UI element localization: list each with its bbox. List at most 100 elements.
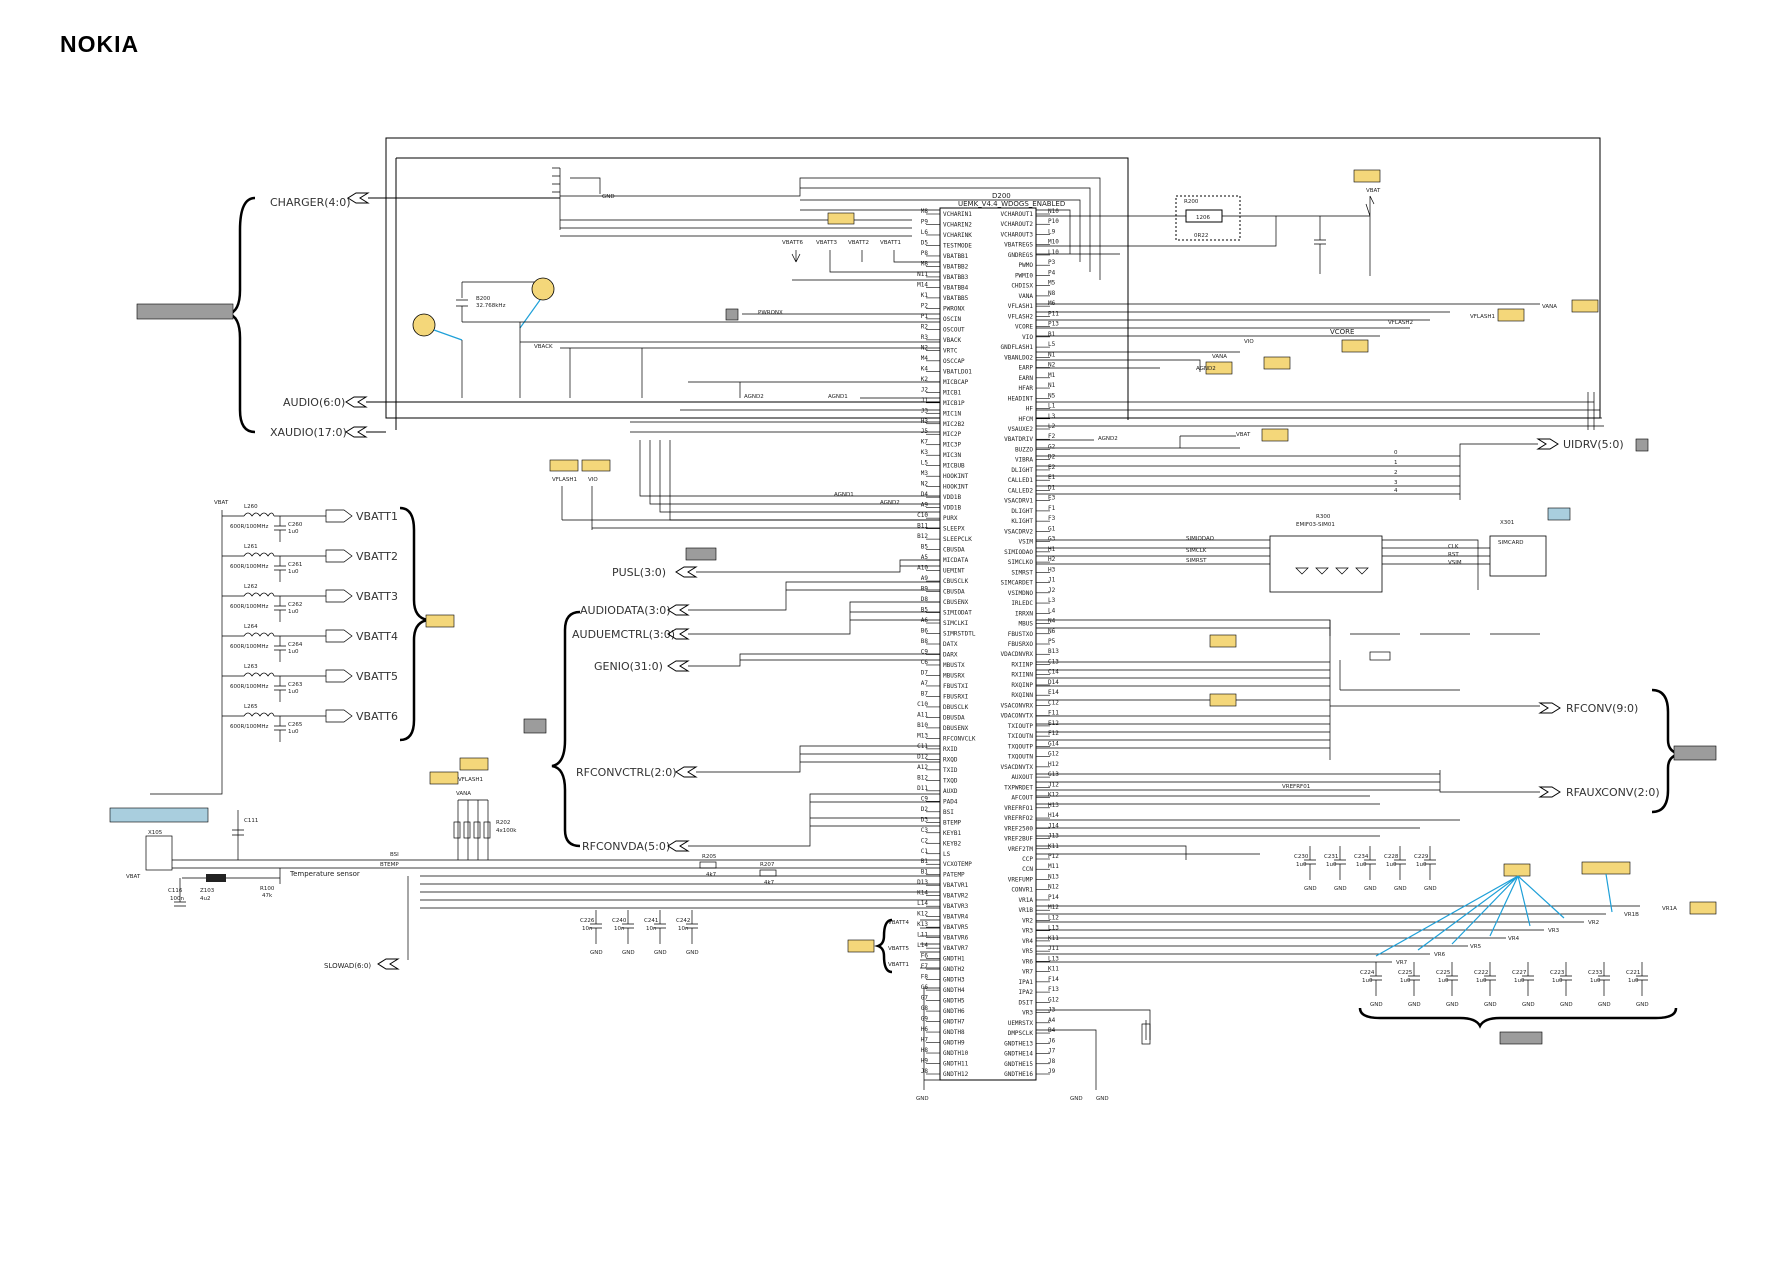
cap-ref: C225 xyxy=(1398,970,1413,976)
chip-pin-number: K12 xyxy=(1048,792,1059,799)
chip-pin-name: BSI xyxy=(943,809,954,816)
chip-pin-name: VBATDRIV xyxy=(1004,436,1033,443)
chip-pin-name: GNDTHE13 xyxy=(1004,1040,1033,1047)
vbat-label: VBAT xyxy=(1366,188,1381,194)
chip-pin-number: H6 xyxy=(921,1026,929,1033)
chip-pin-number: L5 xyxy=(1048,341,1056,348)
chip-pin-name: IPA1 xyxy=(1019,979,1034,986)
chip-pin-name: VBACK xyxy=(943,337,961,344)
chip-pin-number: K13 xyxy=(917,921,928,928)
chip-pin-number: N6 xyxy=(1048,628,1056,635)
cap-val: 1u0 xyxy=(1590,978,1601,984)
chip-pin-number: J6 xyxy=(1048,1037,1056,1044)
chip-pin-number: M4 xyxy=(921,355,929,362)
chip-pin-name: TXQOUTP xyxy=(1008,743,1034,750)
callout-circle xyxy=(412,313,436,337)
chip-pin-number: A5 xyxy=(921,554,929,561)
chip-pin-number: P10 xyxy=(1048,218,1059,225)
chip-pin-name: VANA xyxy=(1019,293,1034,300)
chip-pin-name: MICBCAP xyxy=(943,379,969,386)
chip-pin-name: GNDTH12 xyxy=(943,1071,969,1078)
bus-label: RFCONV(9:0) xyxy=(1566,702,1638,715)
chip-pin-name: CALLED1 xyxy=(1008,477,1034,484)
chip-pin-number: C2 xyxy=(921,837,929,844)
chip-pin-number: M8 xyxy=(921,260,929,267)
cap-val: 1u0 xyxy=(1416,862,1427,868)
bus-label: PUSL(3:0) xyxy=(612,566,666,579)
uidrv-num: 4 xyxy=(1394,488,1398,494)
chip-pin-number: H7 xyxy=(921,1037,929,1044)
bus-charger: CHARGER(4:0) xyxy=(270,192,560,209)
cap-symbol xyxy=(1446,962,1458,996)
vr-label: VR4 xyxy=(1508,936,1520,942)
chip-pin-name: DBUSCLK xyxy=(943,704,969,711)
chip-pin-number: H13 xyxy=(1048,802,1059,809)
gnd-label: GND xyxy=(1636,1002,1649,1008)
vbatt-output-label: VBATT1 xyxy=(356,510,398,523)
coil-filter: 600R/100MHz xyxy=(230,604,269,610)
bus-label: RFAUXCONV(2:0) xyxy=(1566,786,1660,799)
x301-name: SIMCARD xyxy=(1498,540,1524,546)
cap-ref: C262 xyxy=(288,602,302,608)
cap-symbol xyxy=(1560,962,1572,996)
cap-symbol xyxy=(686,910,698,944)
chip-pin-name: VBATLDO1 xyxy=(943,368,972,375)
bus-ports-left: CHARGER(4:0) AUDIO(6:0) XAUDIO(17:0) xyxy=(270,192,940,439)
cap-symbol xyxy=(274,676,286,702)
vana-label: VANA xyxy=(456,791,471,797)
chip-pin-number: P9 xyxy=(921,218,929,225)
coil-symbol xyxy=(243,592,275,597)
chip-pin-name: DMPSCLK xyxy=(1008,1030,1034,1037)
chip-pin-number: E12 xyxy=(1048,720,1059,727)
chip-pin-number: E3 xyxy=(1048,495,1056,502)
agnd2-label: AGND2 xyxy=(1196,366,1216,372)
cap-symbol xyxy=(654,910,666,944)
vbatt-port xyxy=(325,549,353,563)
chip-pin-number: P12 xyxy=(1048,853,1059,860)
chip-pin-name: FBUSTXO xyxy=(1008,631,1034,638)
bus-label: UIDRV(5:0) xyxy=(1563,438,1624,451)
cap-ref: C264 xyxy=(288,642,303,648)
callout-circle xyxy=(531,277,555,301)
chip-pin-number: D3 xyxy=(921,816,929,823)
chip-pin-name: VR6 xyxy=(1022,958,1033,965)
chip-pin-name: AUXD xyxy=(943,788,958,795)
chip-pin-number: B5 xyxy=(921,544,929,551)
coil-filter: 600R/100MHz xyxy=(230,564,269,570)
chip-pin-number: B9 xyxy=(921,586,929,593)
chip-pin-name: MICB1 xyxy=(943,389,961,396)
chip-pin-name: TXID xyxy=(943,767,958,774)
chip-pin-number: G7 xyxy=(921,995,929,1002)
vr-label: VR7 xyxy=(1396,960,1408,966)
gnd-label: GND xyxy=(1304,886,1317,892)
chip-pin-name: CHDISX xyxy=(1011,283,1033,290)
chip-pin-name: OSCOUT xyxy=(943,326,965,333)
chip-pin-number: N12 xyxy=(1048,884,1059,891)
chip-pin-number: K1 xyxy=(921,292,929,299)
chip-pin-name: VFLASH2 xyxy=(1008,313,1034,320)
chip-pin-name: VBATVR3 xyxy=(943,903,969,910)
mid-buses: PUSL(3:0) AUDIODATA(3:0) AUDUEMCTRL(3:0)… xyxy=(523,547,940,853)
chip-pin-name: EARN xyxy=(1019,375,1034,382)
chip-pin-name: HFCM xyxy=(1019,416,1034,423)
bus-label: RFCONVDA(5:0) xyxy=(582,840,670,853)
chip-pin-name: KEYB2 xyxy=(943,840,961,847)
chip-pin-number: L3 xyxy=(1048,413,1056,420)
vbattvr-label: VBATT1 xyxy=(888,962,909,968)
vbatt-output-label: VBATT6 xyxy=(356,710,398,723)
gnd-label: GND xyxy=(686,950,699,956)
chip-pin-number: A9 xyxy=(921,502,929,509)
chip-pin-name: VCHARIN2 xyxy=(943,221,972,228)
chip-pin-number: B7 xyxy=(921,690,929,697)
vana-label: VANA xyxy=(1212,354,1227,360)
chip-pin-number: C10 xyxy=(917,512,928,519)
chip-pin-name: VBATBB3 xyxy=(943,274,969,281)
chip-pin-number: N5 xyxy=(1048,392,1056,399)
chip-pin-number: A10 xyxy=(917,565,928,572)
chip-pin-number: J11 xyxy=(1048,945,1059,952)
chip-right-pins: N10VCHAROUT1P10VCHAROUT2L9VCHAROUT3M10VB… xyxy=(1000,208,1059,1078)
chip-pin-name: VBATVR6 xyxy=(943,935,969,942)
chip-pin-number: C3 xyxy=(921,827,929,834)
chip-pin-number: D12 xyxy=(917,753,928,760)
